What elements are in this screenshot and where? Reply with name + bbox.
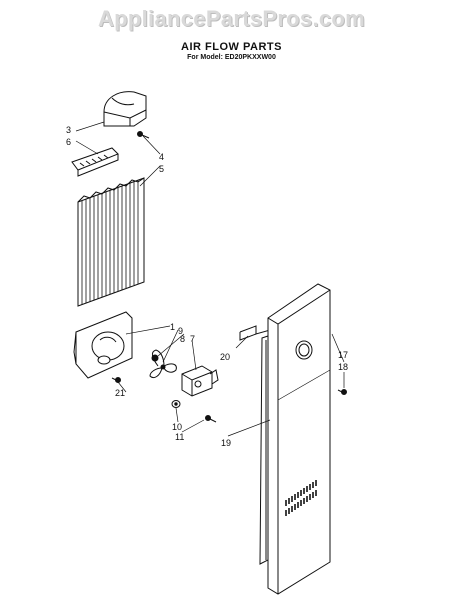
motor-screw-part: [205, 415, 217, 423]
evaporator-cover-part: [77, 177, 145, 307]
callout-17: 17: [338, 350, 348, 360]
spacer-part: [151, 354, 159, 362]
fan-motor-part: [181, 365, 219, 397]
callout-8: 8: [180, 334, 185, 344]
shroud-screw-part: [111, 377, 121, 383]
leader-lines: [75, 121, 345, 437]
callout-20: 20: [220, 352, 230, 362]
watermark-logo: AppliancePartsPros.com: [97, 6, 366, 31]
callout-4: 4: [159, 152, 164, 162]
air-duct-part: [103, 91, 147, 127]
screw-part: [137, 131, 150, 139]
diagram-title: AIR FLOW PARTS: [181, 41, 282, 53]
grille-part: [71, 147, 119, 177]
callout-6: 6: [66, 137, 71, 147]
callout-18: 18: [338, 362, 348, 372]
callout-5: 5: [159, 164, 164, 174]
callout-3: 3: [66, 125, 71, 135]
fan-shroud-part: [73, 311, 133, 379]
callout-19: 19: [221, 438, 231, 448]
diagram-subtitle: For Model: ED20PKXXW00: [187, 54, 276, 61]
seal-strip-part: [239, 325, 271, 565]
callout-1: 1: [170, 322, 175, 332]
fan-blade-part: [149, 349, 177, 379]
back-panel-part: [267, 283, 331, 595]
callout-10: 10: [172, 422, 182, 432]
callout-9: 9: [178, 326, 183, 336]
callout-21: 21: [115, 388, 125, 398]
grommet-part: [171, 400, 181, 408]
panel-screw-part: [337, 389, 347, 395]
callout-11: 11: [175, 432, 184, 442]
callout-7: 7: [190, 334, 195, 344]
